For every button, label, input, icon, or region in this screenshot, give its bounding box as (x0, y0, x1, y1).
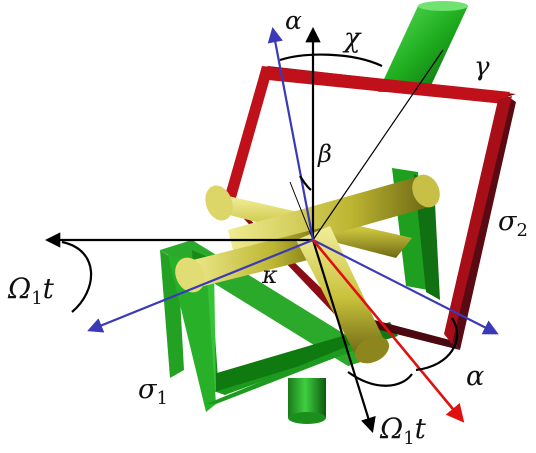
label-omega-left-t: t (43, 272, 55, 305)
label-sigma2: σ2 (498, 206, 528, 241)
label-beta: β (317, 140, 332, 168)
label-sigma1: σ1 (138, 374, 168, 409)
label-sigma2-base: σ (498, 206, 518, 237)
beta-arc (299, 175, 312, 191)
top-shaft (378, 1, 468, 92)
omega-left-arc (61, 240, 93, 313)
blue-axis-right (312, 239, 499, 335)
omega-axis-down (311, 239, 376, 433)
angle-arcs (61, 53, 458, 387)
blue-axis-left (87, 238, 314, 333)
omega-bottom-arc (347, 371, 413, 387)
label-sigma2-sub: 2 (516, 220, 527, 241)
label-omega-bottom-t: t (415, 412, 427, 445)
label-omega-bottom: Ω1t (379, 412, 427, 449)
label-gamma: γ (474, 52, 490, 82)
red-axis (311, 239, 465, 423)
label-kappa: κ (261, 261, 278, 289)
label-alpha-top: α (285, 6, 302, 35)
label-chi: χ (342, 23, 362, 54)
alpha-right-arc (415, 317, 458, 372)
label-omega-left-sub: 1 (31, 288, 42, 309)
label-omega-bottom-base: Ω (379, 412, 403, 445)
label-omega-left-base: Ω (7, 272, 31, 305)
bottom-post (288, 378, 326, 424)
label-omega-left: Ω1t (7, 272, 55, 309)
guide-lines (289, 49, 444, 241)
chi-arc (279, 53, 383, 67)
blue-axis-up (267, 26, 315, 241)
label-sigma1-base: σ (138, 374, 158, 405)
label-omega-bottom-sub: 1 (403, 428, 414, 449)
axes (44, 26, 499, 433)
label-sigma1-sub: 1 (156, 388, 167, 409)
label-alpha-right: α (466, 361, 484, 392)
